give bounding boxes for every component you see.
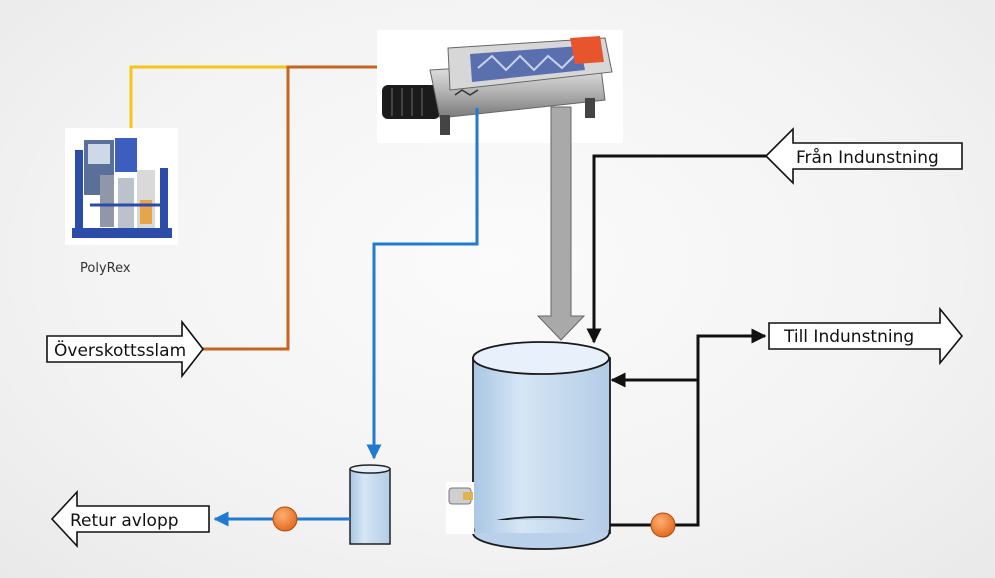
from-evaporation-line: [586, 154, 770, 344]
till-indunstning-label: Till Indunstning: [783, 327, 914, 347]
solids-discharge-arrow: [536, 106, 586, 341]
polyrex-label: PolyRex: [80, 261, 131, 276]
polymer-feed-line: [129, 65, 290, 128]
fran-indunstning-arrow: Från Indunstning: [764, 127, 963, 185]
storage-tank: [472, 341, 611, 550]
decanter-centrifuge-icon: [377, 30, 623, 143]
overskottsslam-label: Överskottsslam: [54, 339, 186, 361]
till-indunstning-arrow: Till Indunstning: [768, 306, 964, 366]
return-pump-icon: [272, 506, 298, 532]
fran-indunstning-label: Från Indunstning: [796, 147, 939, 168]
tank-outlet-line: [610, 380, 700, 527]
to-evaporation-line: [696, 328, 767, 380]
overskottsslam-arrow: Överskottsslam: [46, 319, 205, 379]
retur-avlopp-label: Retur avlopp: [70, 511, 179, 531]
sludge-feed-line: [203, 59, 422, 351]
retur-avlopp-arrow: Retur avlopp: [50, 489, 210, 549]
tank-nozzle-icon: [446, 482, 474, 534]
centrate-vessel: [349, 464, 391, 545]
polyrex-unit-icon: [65, 128, 178, 245]
tank-pump-icon: [650, 512, 676, 538]
centrate-line: [366, 108, 479, 460]
